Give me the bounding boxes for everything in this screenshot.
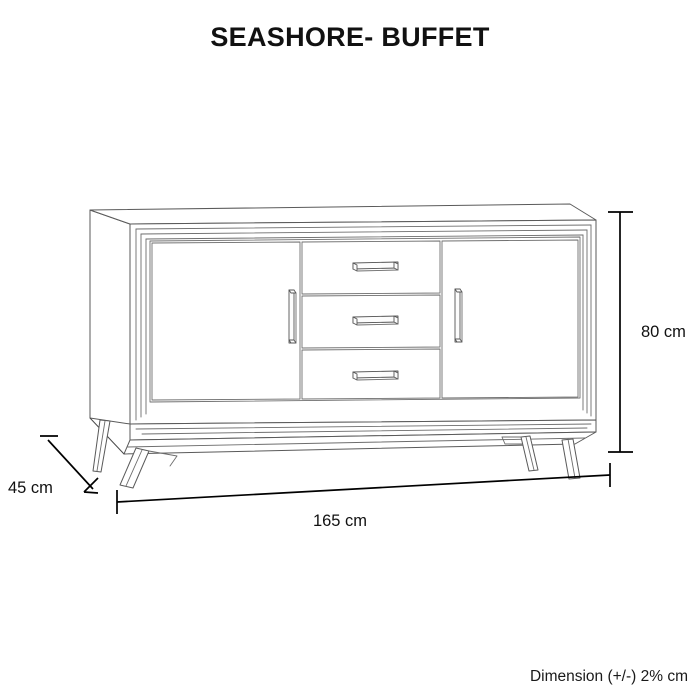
depth-dimension-line <box>47 439 94 490</box>
drawer-bottom-handle-shadow <box>356 378 399 381</box>
drawer-top-handle-bar[interactable] <box>352 261 399 270</box>
height-dimension: 80 cm <box>608 211 686 453</box>
depth-dimension-label: 45 cm <box>8 479 53 497</box>
depth-dimension-tick-bottom-2 <box>83 491 99 494</box>
leg-rear-left-edge <box>96 420 106 472</box>
legs <box>92 419 581 489</box>
right-door-handle[interactable] <box>454 288 463 343</box>
leg-front-right-inner <box>567 438 576 479</box>
leg-front-left-inner <box>125 449 143 487</box>
drawer-middle-handle-left-mount[interactable] <box>352 316 358 326</box>
top-rail-bevel-3 <box>145 234 584 240</box>
drawer-top-handle-shadow <box>356 269 399 272</box>
tolerance-footnote: Dimension (+/-) 2% cm <box>529 668 688 685</box>
drawer-bottom-handle-bar[interactable] <box>352 370 399 379</box>
bottom-rail-bevel-2 <box>141 427 588 435</box>
drawer-bottom-handle[interactable] <box>352 370 399 381</box>
leg-rear-right-edge <box>525 436 535 471</box>
height-dimension-label: 80 cm <box>641 323 686 341</box>
drawer-middle[interactable] <box>301 294 441 349</box>
drawer-middle-handle-bar[interactable] <box>352 315 399 324</box>
leg-rear-left-body <box>92 419 111 473</box>
leg-front-left-body <box>119 447 150 489</box>
leg-front-right <box>561 438 581 480</box>
width-dimension-label: 165 cm <box>313 512 367 530</box>
bottom-underside-edge <box>126 437 586 448</box>
bottom-rail-bevel-1 <box>135 423 592 430</box>
drawer-top-handle[interactable] <box>352 261 399 272</box>
drawer-middle-handle[interactable] <box>352 315 399 326</box>
left-door-handle[interactable] <box>288 289 297 344</box>
leg-front-left <box>119 447 178 489</box>
bottom-underside <box>123 431 597 455</box>
right-door[interactable] <box>441 239 579 399</box>
drawer-stack <box>301 240 441 400</box>
leg-front-left-apron <box>148 450 178 467</box>
drawer-middle-handle-right-mount[interactable] <box>393 315 399 325</box>
page-title: SEASHORE- BUFFET <box>210 22 490 52</box>
drawer-middle-handle-shadow <box>356 323 399 326</box>
left-door-panel[interactable] <box>151 241 301 401</box>
drawer-bottom[interactable] <box>301 348 441 400</box>
depth-dimension: 45 cm <box>8 435 99 497</box>
drawer-top-handle-left-mount[interactable] <box>352 262 358 272</box>
leg-front-right-body <box>561 438 581 480</box>
drawer-top-handle-right-mount[interactable] <box>393 261 399 271</box>
right-door-panel[interactable] <box>441 239 579 399</box>
drawer-bottom-handle-right-mount[interactable] <box>393 370 399 380</box>
left-door[interactable] <box>151 241 301 401</box>
drawer-top[interactable] <box>301 240 441 295</box>
leg-rear-right <box>501 435 539 472</box>
right-door-handle-bar[interactable] <box>454 288 461 343</box>
drawer-bottom-handle-left-mount[interactable] <box>352 371 358 381</box>
top-rail-bevel-2 <box>140 229 588 235</box>
left-door-handle-bar[interactable] <box>288 289 295 344</box>
top-rail-bevel-1 <box>135 224 592 230</box>
leg-rear-right-apron-2 <box>501 436 523 445</box>
width-dimension-line <box>116 474 611 503</box>
depth-dimension-tick-bottom <box>83 477 99 493</box>
width-dimension: 165 cm <box>116 463 611 530</box>
left-side-panel <box>89 209 131 425</box>
leg-rear-right-body <box>520 435 539 472</box>
leg-rear-left <box>92 419 111 473</box>
